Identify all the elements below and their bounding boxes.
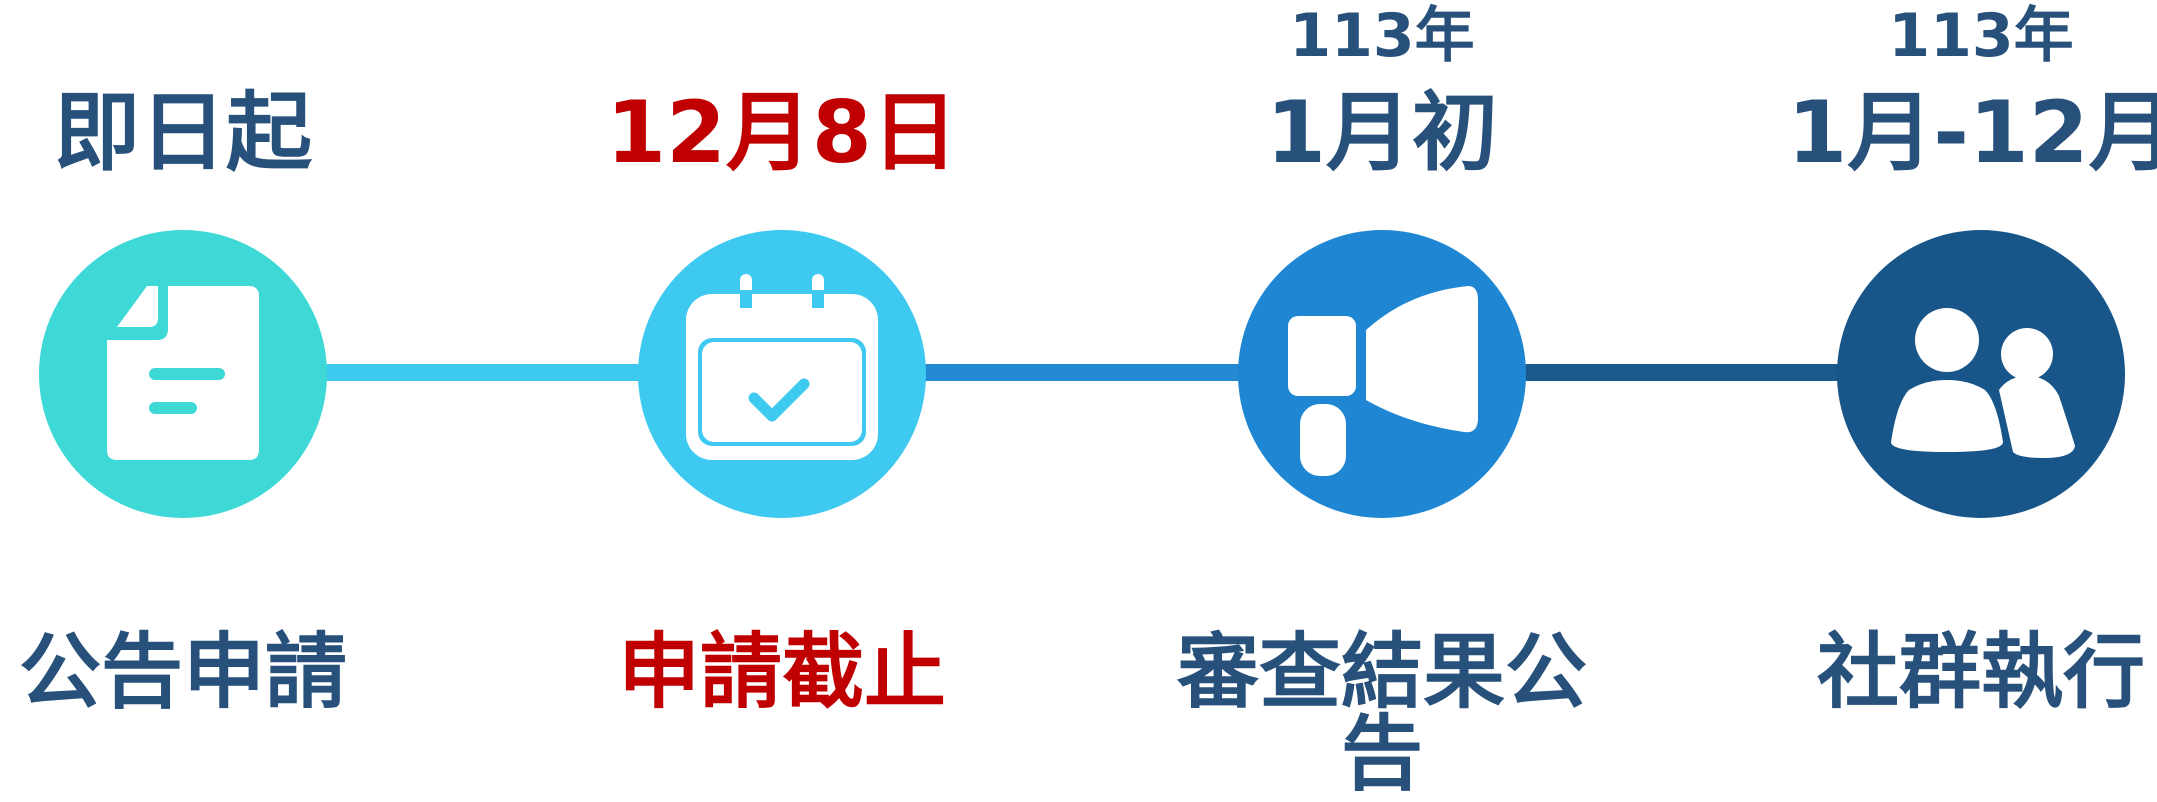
timeline-step-execution: 113年 1月-12月 社群執行 xyxy=(1781,0,2157,722)
step-circle xyxy=(1238,230,1526,518)
megaphone-icon xyxy=(1288,286,1478,476)
step-label: 社群執行 xyxy=(1816,625,2145,720)
step-circle xyxy=(638,230,926,518)
step-label: 申請截止 xyxy=(617,625,946,720)
step-year: 113年 xyxy=(1888,1,2074,71)
step-circle xyxy=(39,230,327,518)
step-label: 公告申請 xyxy=(18,625,347,720)
timeline-step-apply: 即日起 公告申請 xyxy=(0,0,383,722)
step-date: 12月8日 xyxy=(606,83,958,183)
document-icon xyxy=(107,286,259,460)
step-date: 即日起 xyxy=(54,83,312,183)
step-label: 審查結果公告 xyxy=(1176,625,1587,802)
step-circle xyxy=(1837,230,2125,518)
timeline-connector xyxy=(1520,364,1842,381)
users-icon xyxy=(1887,304,2075,458)
step-date: 1月-12月 xyxy=(1787,83,2157,183)
step-year: 113年 xyxy=(1289,1,1475,71)
calendar-check-icon xyxy=(686,274,878,460)
timeline-step-deadline: 12月8日 申請截止 xyxy=(582,0,982,722)
timeline-connector xyxy=(320,364,642,381)
step-date: 1月初 xyxy=(1266,83,1498,183)
timeline-step-results: 113年 1月初 審查結果公告 xyxy=(1177,0,1587,796)
timeline-connector xyxy=(920,364,1242,381)
